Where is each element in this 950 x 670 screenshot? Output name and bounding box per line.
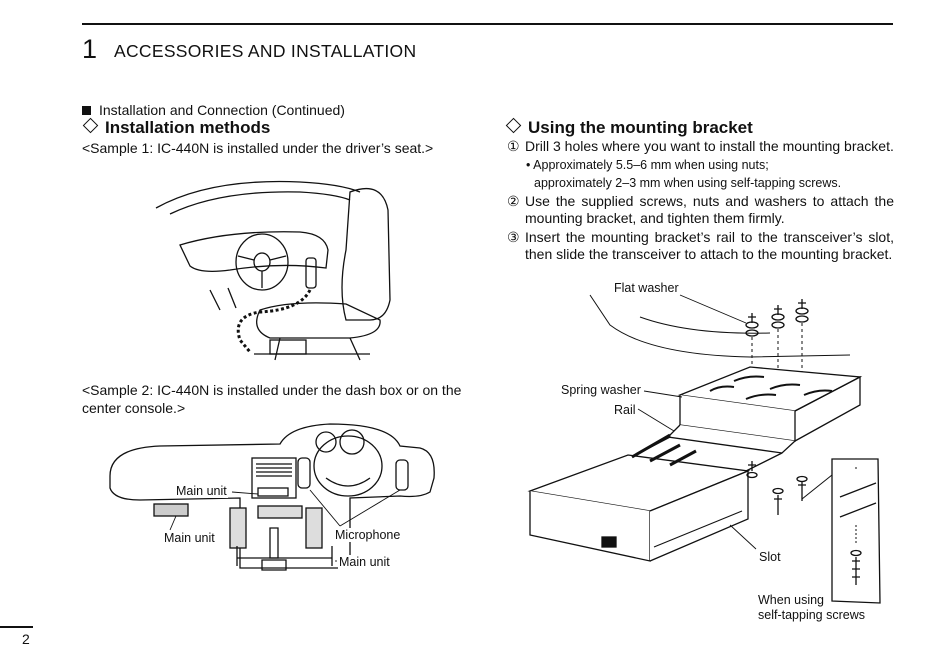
dash-main-unit-console: [257, 505, 303, 519]
sample1-seat-illustration: [155, 180, 391, 361]
step-2-text: Use the supplied screws, nuts and washer…: [525, 192, 894, 227]
step-1-note-line1: • Approximately 5.5–6 mm when using nuts…: [526, 157, 769, 172]
installation-methods-heading-text: Installation methods: [105, 118, 271, 137]
dash-main-unit-bracket: [236, 546, 333, 566]
steps-list: ① Drill 3 holes where you want to instal…: [507, 138, 894, 264]
sample1-caption: <Sample 1: IC-440N is installed under th…: [82, 140, 434, 156]
leader-spring-washer: [643, 390, 683, 398]
mount-surface: [589, 294, 851, 358]
gauge-right: [339, 429, 365, 455]
chapter-number: 1: [82, 34, 98, 64]
gear-shifter: [261, 527, 287, 571]
section-label: Installation and Connection (Continued): [82, 101, 345, 119]
diamond-icon: [505, 117, 522, 134]
step-1: ① Drill 3 holes where you want to instal…: [507, 138, 894, 156]
leader-microphone: [309, 489, 401, 527]
floor-pedals: [209, 287, 237, 311]
bottom-screw-2: [772, 487, 784, 515]
gauge-left: [315, 431, 337, 453]
center-console: [251, 457, 297, 499]
dash-microphone-right: [395, 459, 409, 491]
main-unit-under-seat: [269, 339, 307, 355]
installation-methods-heading: Installation methods: [82, 117, 271, 138]
step-1-note-line2: approximately 2–3 mm when using self-tap…: [534, 175, 842, 190]
screw-set-3: [795, 299, 809, 379]
label-main-unit-c: Main unit: [338, 555, 391, 569]
leader-main-unit-a: [231, 491, 259, 495]
cable-bundle: [631, 433, 697, 467]
label-self-tap-line1: When using: [757, 593, 826, 607]
dash-main-unit-glovebox: [153, 503, 189, 517]
dash-outline: [109, 423, 435, 569]
label-main-unit-b: Main unit: [163, 531, 216, 545]
inset-pointer: [801, 474, 833, 500]
console-radio: [257, 487, 289, 497]
seat-left: [229, 507, 247, 549]
step-2: ② Use the supplied screws, nuts and wash…: [507, 193, 894, 228]
steering-hub: [253, 252, 271, 272]
mounting-bracket-heading-text: Using the mounting bracket: [528, 118, 753, 137]
label-self-tap-line2: self-tapping screws: [757, 608, 866, 622]
seat-rail: [254, 337, 370, 361]
label-rail: Rail: [613, 403, 637, 417]
sample2-caption-line2: center console.>: [82, 400, 186, 416]
screw-set-2: [771, 305, 785, 385]
transceiver-slot-line: [653, 510, 743, 548]
step-3: ③ Insert the mounting bracket’s rail to …: [507, 229, 894, 264]
mounting-bracket-illustration: [527, 294, 881, 604]
console-vents: [256, 463, 292, 477]
windshield-line: [155, 180, 361, 209]
steering-spokes: [237, 255, 287, 288]
leader-flat-washer: [679, 294, 747, 324]
label-flat-washer: Flat washer: [613, 281, 680, 295]
dash-steering-inner: [325, 477, 371, 487]
cable-dashed: [236, 289, 312, 353]
dash-microphone-left: [297, 457, 311, 489]
leader-main-unit-b: [169, 515, 177, 531]
bracket-slots: [709, 375, 833, 400]
transceiver-connector: [601, 536, 617, 548]
chapter-title: ACCESSORIES AND INSTALLATION: [114, 41, 417, 61]
step-3-number: ③: [507, 228, 520, 245]
seat-right: [305, 507, 323, 549]
diamond-icon: [82, 117, 99, 134]
mounting-bracket-heading: Using the mounting bracket: [505, 117, 753, 138]
footer-rule: [0, 626, 33, 628]
inset-plate: [839, 482, 877, 518]
bottom-screw-3: [796, 475, 808, 501]
label-slot: Slot: [758, 550, 782, 564]
step-1-number: ①: [507, 138, 520, 154]
microphone-shape: [305, 257, 317, 289]
label-spring-washer: Spring washer: [560, 383, 642, 397]
dashboard-shape: [179, 231, 329, 272]
section-label-text: Installation and Connection (Continued): [99, 102, 345, 118]
step-2-number: ②: [507, 192, 520, 209]
page-number: 2: [22, 631, 30, 647]
square-bullet-icon: [82, 106, 91, 115]
sample2-dashboard-illustration: [109, 423, 435, 571]
sample2-caption-line1: <Sample 2: IC-440N is installed under th…: [82, 382, 462, 398]
label-main-unit-a: Main unit: [175, 484, 228, 498]
step-1-notes: • Approximately 5.5–6 mm when using nuts…: [507, 157, 894, 191]
dash-steering-wheel: [313, 435, 383, 497]
inset-screw-1: [850, 549, 862, 585]
leader-slot: [729, 524, 757, 550]
bottom-screw-1: [746, 461, 758, 479]
label-microphone: Microphone: [334, 528, 402, 542]
steering-wheel: [235, 233, 289, 291]
step-1-text: Drill 3 holes where you want to install …: [525, 138, 894, 154]
windshield-inner: [169, 191, 351, 215]
header-rule: [82, 23, 893, 25]
bracket-side: [794, 375, 861, 442]
step-3-text: Insert the mounting bracket’s rail to th…: [525, 228, 894, 263]
seat-back: [341, 187, 391, 321]
leader-rail: [637, 408, 675, 432]
